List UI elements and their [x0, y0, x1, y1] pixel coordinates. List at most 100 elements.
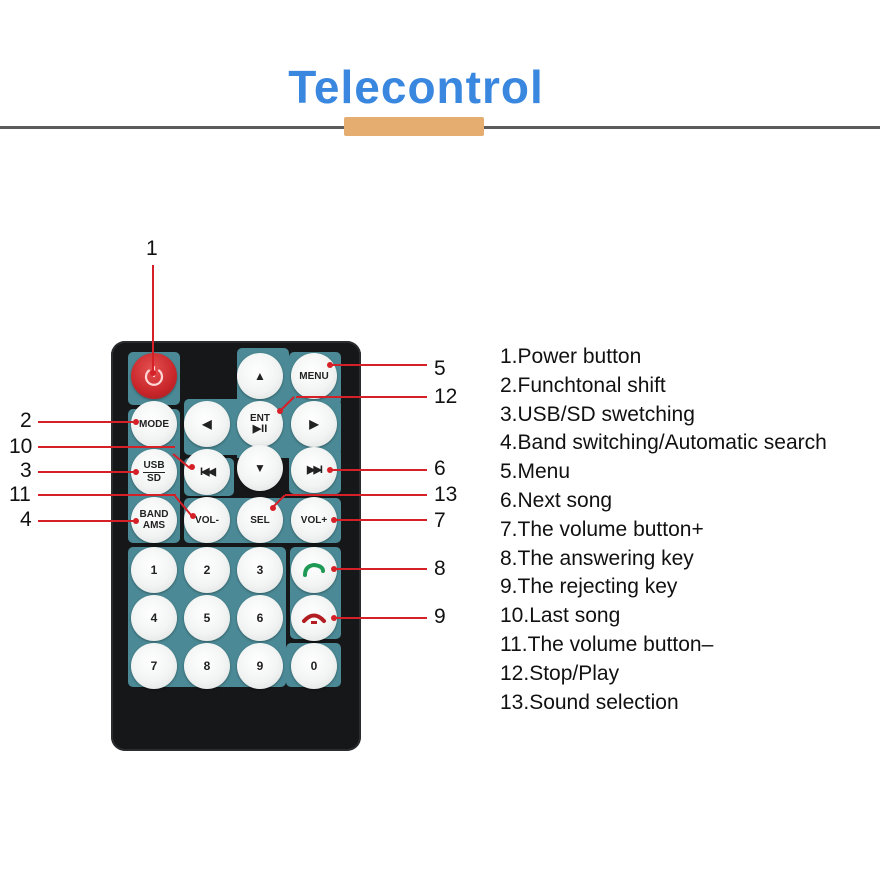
callout-line-6: [330, 469, 427, 471]
callout-dot-12: [277, 408, 283, 414]
callout-number-3: 3: [20, 459, 32, 482]
down-arrow-icon: ▼: [254, 460, 266, 475]
digit-label: 2: [203, 562, 211, 577]
legend-item: 10.Last song: [500, 604, 621, 628]
digit-4-button[interactable]: 4: [131, 595, 177, 641]
mode-label: MODE: [139, 418, 169, 430]
next-track-icon: ▶▶I: [307, 463, 323, 476]
callout-line-12: [296, 396, 427, 398]
legend-item: 11.The volume button–: [500, 632, 714, 656]
down-button[interactable]: ▼: [237, 445, 283, 491]
callout-number-1: 1: [146, 237, 158, 260]
legend-item: 3.USB/SD swetching: [500, 402, 695, 426]
digit-7-button[interactable]: 7: [131, 643, 177, 689]
digit-label: 4: [150, 610, 158, 625]
legend-item: 7.The volume button+: [500, 517, 704, 541]
legend-item: 6.Next song: [500, 488, 613, 512]
callout-number-4: 4: [20, 508, 32, 531]
page-title: Telecontrol: [288, 61, 544, 113]
power-icon: [144, 365, 164, 386]
left-arrow-icon: ◀: [202, 416, 212, 431]
digit-8-button[interactable]: 8: [184, 643, 230, 689]
digit-label: 1: [150, 562, 158, 577]
digit-label: 8: [203, 658, 211, 673]
mode-button[interactable]: MODE: [131, 401, 177, 447]
digit-label: 7: [150, 658, 158, 673]
callout-line-4: [38, 520, 134, 522]
digit-label: 3: [256, 562, 264, 577]
callout-number-5: 5: [434, 357, 446, 380]
callout-line-11: [38, 494, 176, 496]
up-arrow-icon: ▲: [254, 368, 266, 383]
ent-play-pause-button[interactable]: ENT▶II: [237, 401, 283, 447]
up-button[interactable]: ▲: [237, 353, 283, 399]
volume-down-button[interactable]: VOL-: [184, 497, 230, 543]
callout-number-9: 9: [434, 605, 446, 628]
callout-line-10: [38, 446, 175, 448]
sd-label: SD: [147, 473, 161, 484]
menu-button[interactable]: MENU: [291, 353, 337, 399]
digit-label: 9: [256, 658, 264, 673]
callout-line-7: [334, 519, 427, 521]
legend-item: 5.Menu: [500, 460, 571, 484]
previous-track-button[interactable]: I◀◀: [184, 449, 230, 495]
callout-number-6: 6: [434, 457, 446, 480]
digit-label: 6: [256, 610, 264, 625]
left-button[interactable]: ◀: [184, 401, 230, 447]
digit-0-button[interactable]: 0: [291, 643, 337, 689]
header-accent-bar: [344, 117, 484, 136]
digit-5-button[interactable]: 5: [184, 595, 230, 641]
callout-dot-3: [133, 469, 139, 475]
legend-item: 13.Sound selection: [500, 690, 679, 714]
callout-number-8: 8: [434, 557, 446, 580]
legend-item: 8.The answering key: [500, 546, 694, 570]
callout-number-10: 10: [9, 435, 33, 458]
digit-2-button[interactable]: 2: [184, 547, 230, 593]
callout-line-3: [38, 471, 134, 473]
callout-line-13: [285, 494, 427, 496]
callout-dot-2: [133, 419, 139, 425]
callout-dot-8: [331, 566, 337, 572]
callout-number-13: 13: [434, 483, 458, 506]
legend-item: 4.Band switching/Automatic search: [500, 431, 827, 455]
callout-dot-1: [150, 370, 156, 376]
digit-3-button[interactable]: 3: [237, 547, 283, 593]
reject-call-button[interactable]: [291, 595, 337, 641]
phone-answer-icon: [303, 562, 325, 577]
callout-line-1: [152, 265, 154, 373]
previous-track-icon: I◀◀: [200, 465, 216, 478]
callout-number-12: 12: [434, 385, 458, 408]
sel-label: SEL: [250, 514, 270, 526]
right-button[interactable]: ▶: [291, 401, 337, 447]
digit-6-button[interactable]: 6: [237, 595, 283, 641]
play-pause-icon: ▶II: [252, 423, 268, 435]
answer-call-button[interactable]: [291, 547, 337, 593]
legend-item: 12.Stop/Play: [500, 661, 620, 685]
ent-label: ENT: [250, 413, 270, 424]
menu-label: MENU: [299, 370, 329, 382]
callout-number-7: 7: [434, 509, 446, 532]
legend-item: 9.The rejecting key: [500, 575, 678, 599]
vol-minus-label: VOL-: [195, 514, 219, 526]
callout-dot-6: [327, 467, 333, 473]
band-label: BAND: [139, 509, 169, 520]
callout-number-2: 2: [20, 409, 32, 432]
phone-reject-icon: [302, 613, 326, 624]
digit-label: 5: [203, 610, 211, 625]
legend-item: 1.Power button: [500, 345, 642, 368]
volume-up-button[interactable]: VOL+: [291, 497, 337, 543]
callout-dot-5: [327, 362, 333, 368]
callout-dot-13: [270, 505, 276, 511]
digit-1-button[interactable]: 1: [131, 547, 177, 593]
callout-number-11: 11: [9, 483, 31, 506]
callout-dot-11: [190, 513, 196, 519]
power-button[interactable]: [131, 353, 177, 399]
digit-9-button[interactable]: 9: [237, 643, 283, 689]
digit-label: 0: [310, 658, 318, 673]
usb-label: USB: [143, 460, 165, 473]
callout-line-2: [38, 421, 134, 423]
callout-dot-7: [331, 517, 337, 523]
callout-dot-10: [189, 464, 195, 470]
callout-dot-4: [133, 518, 139, 524]
